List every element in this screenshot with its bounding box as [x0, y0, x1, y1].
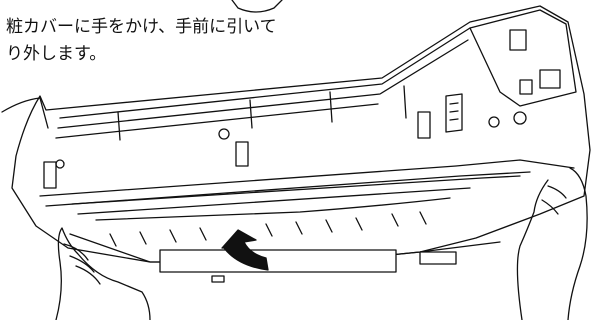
removed-cover-piece	[231, 0, 283, 13]
clip-right	[417, 111, 431, 139]
vane-row	[95, 197, 451, 221]
instruction-text: 粧カバーに手をかけ、手前に引いて り外します。	[6, 14, 277, 68]
screw-hole	[218, 128, 230, 140]
louver-channel	[71, 175, 521, 205]
internal-rib	[117, 85, 407, 141]
clip-center	[235, 141, 249, 167]
left-hand	[1, 97, 151, 320]
clip-left	[43, 161, 57, 189]
instruction-line-1: 粧カバーに手をかけ、手前に引いて	[6, 17, 277, 37]
instruction-line-2: り外します。	[6, 44, 107, 64]
lift-arrow	[221, 229, 269, 271]
electrical-box	[469, 9, 577, 107]
rear-rail	[59, 27, 471, 119]
bottom-panel	[159, 249, 397, 273]
right-hand	[516, 167, 588, 320]
front-panel	[39, 159, 575, 197]
